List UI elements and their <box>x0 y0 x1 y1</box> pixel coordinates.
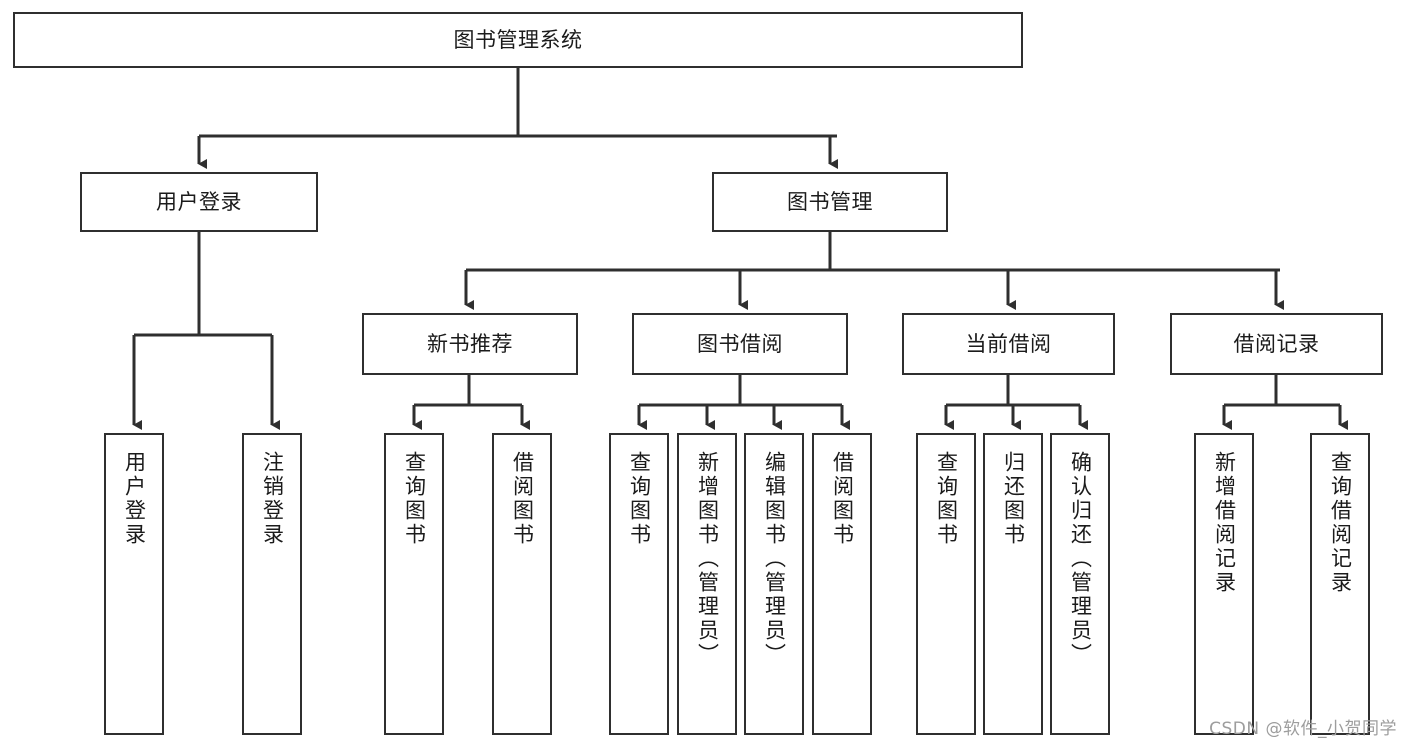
node-book-management[interactable]: 图书管理 <box>712 172 948 232</box>
node-label: 查询图书 <box>934 451 959 547</box>
node-label: 查询图书 <box>402 451 427 547</box>
node-label: 用户登录 <box>156 189 242 214</box>
node-label: 借阅图书 <box>510 451 535 547</box>
leaf-new-book-borrow-book[interactable]: 借阅图书 <box>492 433 552 735</box>
node-label: 借阅记录 <box>1233 331 1320 356</box>
node-label: 图书管理系统 <box>453 27 583 52</box>
node-user-login[interactable]: 用户登录 <box>80 172 318 232</box>
leaf-book-borrow-add-book-admin[interactable]: 新增图书（管理员） <box>677 433 737 735</box>
node-current-borrow[interactable]: 当前借阅 <box>902 313 1115 375</box>
leaf-book-borrow-query-book[interactable]: 查询图书 <box>609 433 669 735</box>
node-label: 借阅图书 <box>830 451 855 547</box>
node-label: 新书推荐 <box>427 331 513 356</box>
leaf-book-borrow-edit-book-admin[interactable]: 编辑图书（管理员） <box>744 433 804 735</box>
leaf-book-borrow-borrow-book[interactable]: 借阅图书 <box>812 433 872 735</box>
node-label: 当前借阅 <box>965 331 1052 356</box>
leaf-borrow-record-query-record[interactable]: 查询借阅记录 <box>1310 433 1370 735</box>
node-label: 编辑图书（管理员） <box>762 451 787 667</box>
leaf-new-book-query-book[interactable]: 查询图书 <box>384 433 444 735</box>
node-label: 新增借阅记录 <box>1212 451 1237 595</box>
leaf-current-borrow-confirm-return-admin[interactable]: 确认归还（管理员） <box>1050 433 1110 735</box>
node-label: 确认归还（管理员） <box>1068 451 1093 667</box>
leaf-user-login-login[interactable]: 用户登录 <box>104 433 164 735</box>
node-label: 归还图书 <box>1001 451 1026 547</box>
node-borrow-record[interactable]: 借阅记录 <box>1170 313 1383 375</box>
node-label: 图书管理 <box>787 189 873 214</box>
leaf-borrow-record-add-record[interactable]: 新增借阅记录 <box>1194 433 1254 735</box>
leaf-current-borrow-return-book[interactable]: 归还图书 <box>983 433 1043 735</box>
node-book-borrow[interactable]: 图书借阅 <box>632 313 848 375</box>
node-label: 查询图书 <box>627 451 652 547</box>
node-label: 注销登录 <box>260 451 285 547</box>
leaf-user-login-logout[interactable]: 注销登录 <box>242 433 302 735</box>
node-root-book-management-system[interactable]: 图书管理系统 <box>13 12 1023 68</box>
node-label: 图书借阅 <box>697 331 783 356</box>
node-label: 查询借阅记录 <box>1328 451 1353 595</box>
node-label: 新增图书（管理员） <box>695 451 720 667</box>
node-new-book-recommend[interactable]: 新书推荐 <box>362 313 578 375</box>
node-label: 用户登录 <box>122 451 147 547</box>
leaf-current-borrow-query-book[interactable]: 查询图书 <box>916 433 976 735</box>
